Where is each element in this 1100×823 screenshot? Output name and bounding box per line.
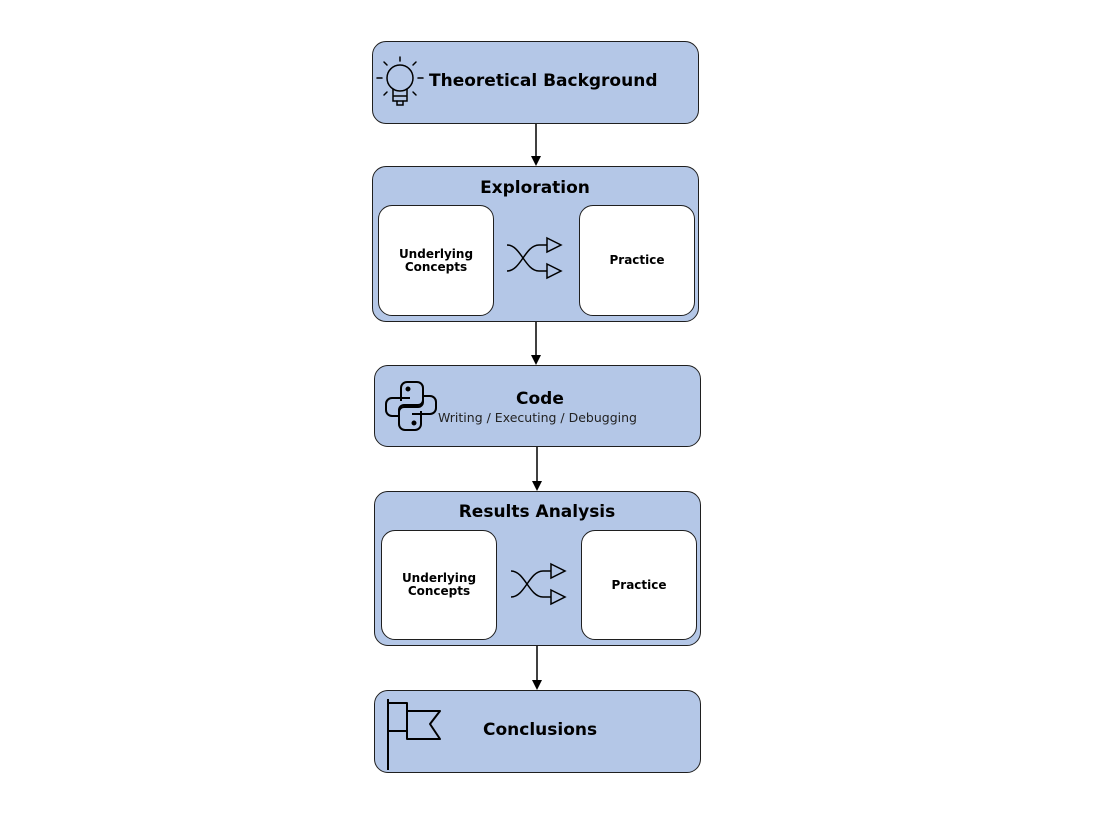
results-analysis-title: Results Analysis bbox=[458, 502, 616, 522]
flag-icon bbox=[387, 699, 441, 770]
theoretical-background-box: Theoretical Background bbox=[372, 41, 699, 124]
exploration-underlying-concepts-label: Underlying Concepts bbox=[398, 246, 474, 274]
results-analysis-box: Results Analysis Underlying Concepts Pra… bbox=[374, 491, 701, 646]
results-practice-box: Practice bbox=[581, 530, 697, 640]
code-title: Code bbox=[516, 389, 564, 409]
conclusions-box: Conclusions bbox=[374, 690, 701, 773]
results-underlying-concepts-box: Underlying Concepts bbox=[381, 530, 497, 640]
theoretical-background-title: Theoretical Background bbox=[429, 71, 658, 91]
lightbulb-icon bbox=[376, 56, 424, 106]
code-box: Code Writing / Executing / Debugging bbox=[374, 365, 701, 447]
shuffle-icon bbox=[506, 236, 563, 280]
results-underlying-concepts-label: Underlying Concepts bbox=[401, 571, 477, 598]
python-icon bbox=[385, 381, 437, 431]
exploration-underlying-concepts-box: Underlying Concepts bbox=[378, 205, 494, 316]
results-practice-label: Practice bbox=[611, 577, 667, 592]
exploration-box: Exploration Underlying Concepts Practice bbox=[372, 166, 699, 322]
code-subtitle: Writing / Executing / Debugging bbox=[438, 410, 637, 425]
conclusions-title: Conclusions bbox=[483, 720, 598, 740]
exploration-practice-box: Practice bbox=[579, 205, 695, 316]
exploration-practice-label: Practice bbox=[609, 253, 665, 267]
exploration-title: Exploration bbox=[480, 178, 590, 198]
shuffle-icon bbox=[510, 562, 567, 606]
